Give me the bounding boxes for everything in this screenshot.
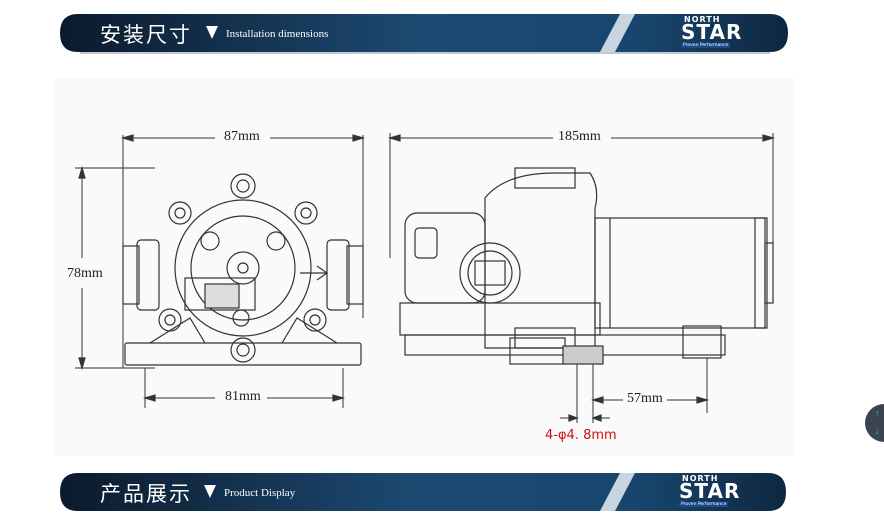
triangle-down-icon <box>206 26 218 39</box>
north-star-logo: NORTH STAR Proven Performance <box>678 15 758 51</box>
north-star-logo: NORTH STAR Proven Performance <box>676 474 756 510</box>
logo-north-text: NORTH <box>682 474 719 483</box>
logo-star-text: STAR <box>681 20 743 44</box>
banner-background <box>60 473 786 511</box>
logo-tagline: Proven Performance <box>681 43 731 48</box>
dim-side-mount: 57mm <box>627 391 663 406</box>
banner-background <box>60 14 788 54</box>
logo-north-text: NORTH <box>684 15 721 24</box>
dim-front-height: 78mm <box>67 266 103 281</box>
section-banner-installation: 安装尺寸 Installation dimensions NORTH STAR … <box>60 14 788 54</box>
logo-star-text: STAR <box>679 479 741 503</box>
triangle-down-icon <box>204 485 216 498</box>
section-banner-product: 产品展示 Product Display NORTH STAR Proven P… <box>60 473 788 511</box>
section-title-cn: 产品展示 <box>100 482 192 506</box>
arrow-down-icon[interactable]: ↓ <box>875 426 880 436</box>
dim-mount-hole: 4-φ4. 8mm <box>545 428 617 443</box>
dim-front-width-top: 87mm <box>224 129 260 144</box>
dim-side-length: 185mm <box>558 129 601 144</box>
arrow-up-icon[interactable]: ↑ <box>875 408 880 418</box>
scroll-top-bottom-button[interactable]: ↑ ↓ <box>865 404 884 442</box>
section-title-cn: 安装尺寸 <box>100 23 192 47</box>
logo-tagline: Proven Performance <box>679 502 729 507</box>
dim-front-width-bottom: 81mm <box>225 389 261 404</box>
dimension-drawing: 87mm 78mm 81mm 185mm 57mm 4-φ4. 8mm <box>55 78 795 456</box>
section-title-en: Installation dimensions <box>226 28 329 40</box>
section-title-en: Product Display <box>224 487 296 499</box>
pump-technical-drawing <box>75 133 776 423</box>
